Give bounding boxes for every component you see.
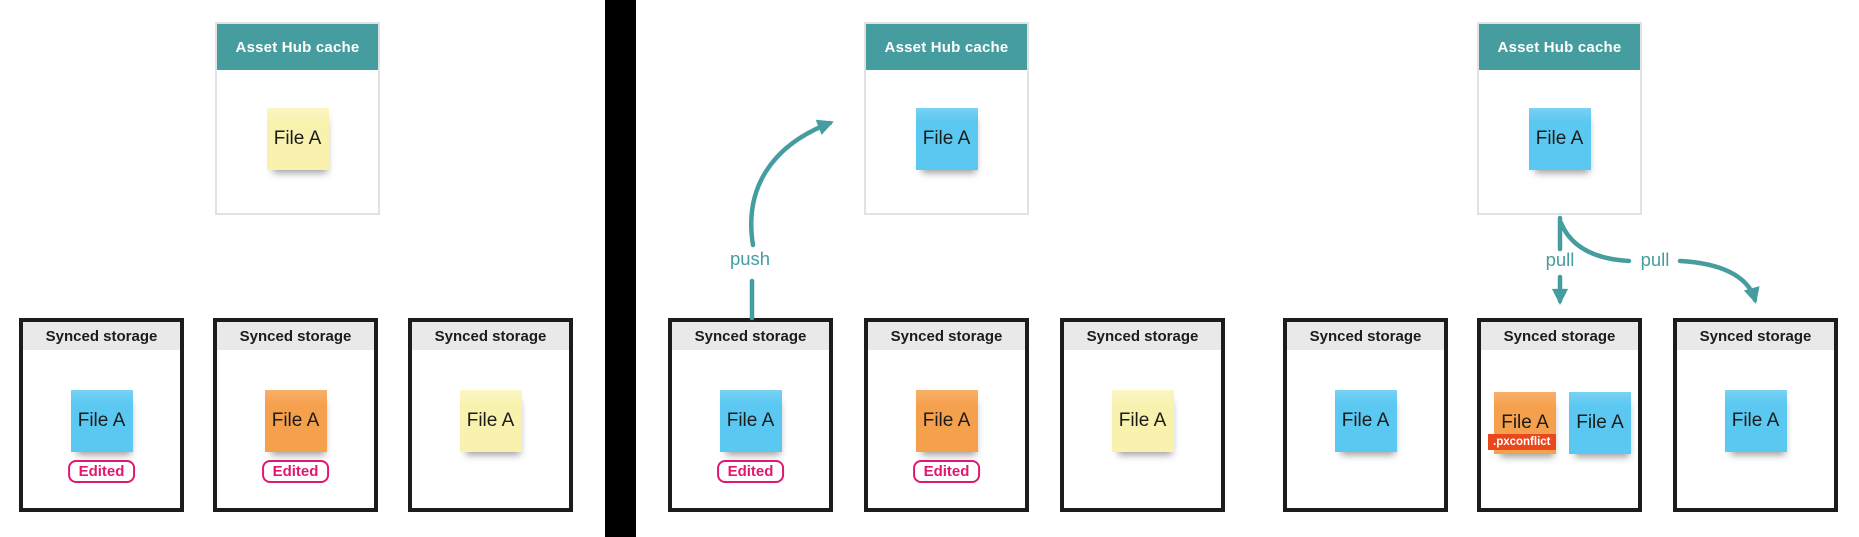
synced-storage-box: Synced storage File A Edited [864,318,1029,512]
pull-label-right: pull [1640,249,1670,270]
pull-label-left: pull [1545,249,1575,270]
sticky-note-file-a: File A [264,390,327,452]
storage-header: Synced storage [1287,322,1444,350]
edited-badge: Edited [261,460,330,483]
synced-storage-box-conflict: Synced storage File A .pxconflict File A [1477,318,1642,512]
cache-header: Asset Hub cache [217,24,378,70]
synced-storage-box: Synced storage File A [408,318,573,512]
sticky-note-file-a: File A [1334,390,1397,452]
sticky-note-file-a: File A [1569,392,1631,454]
note-label: File A [1341,410,1390,431]
sticky-note-file-a: File A [915,390,978,452]
edited-badge: Edited [912,460,981,483]
sticky-note-file-a: File A [266,108,329,170]
note-label: File A [922,128,971,149]
storage-header: Synced storage [217,322,374,350]
asset-hub-cache-box: Asset Hub cache File A [215,22,380,215]
note-label: File A [1501,412,1549,433]
sticky-note-file-a: File A [70,390,133,452]
synced-storage-box: Synced storage File A [1283,318,1448,512]
note-label: File A [1576,412,1624,433]
note-label: File A [466,410,515,431]
sticky-note-file-a: File A [1724,390,1787,452]
edited-badge: Edited [716,460,785,483]
note-label: File A [273,128,322,149]
synced-storage-box: Synced storage File A [1060,318,1225,512]
note-label: File A [1731,410,1780,431]
note-label: File A [726,410,775,431]
storage-header: Synced storage [1481,322,1638,350]
synced-storage-box: Synced storage File A Edited [213,318,378,512]
asset-hub-cache-box: Asset Hub cache File A [864,22,1029,215]
storage-header: Synced storage [1677,322,1834,350]
storage-header: Synced storage [868,322,1025,350]
synced-storage-box: Synced storage File A Edited [668,318,833,512]
edited-badge: Edited [67,460,136,483]
cache-header: Asset Hub cache [1479,24,1640,70]
note-label: File A [1118,410,1167,431]
synced-storage-box: Synced storage File A [1673,318,1838,512]
note-label: File A [77,410,126,431]
panel-divider [605,0,636,537]
synced-storage-box: Synced storage File A Edited [19,318,184,512]
pxconflict-tag: .pxconflict [1488,434,1556,450]
note-label: File A [271,410,320,431]
storage-header: Synced storage [1064,322,1221,350]
sticky-note-file-a: File A [459,390,522,452]
asset-hub-cache-box: Asset Hub cache File A [1477,22,1642,215]
storage-header: Synced storage [672,322,829,350]
push-arrow [749,119,834,321]
push-label: push [729,248,771,269]
sticky-note-file-a: File A [915,108,978,170]
sticky-note-file-a: File A [719,390,782,452]
note-label: File A [922,410,971,431]
storage-header: Synced storage [23,322,180,350]
sticky-note-file-a: File A [1111,390,1174,452]
note-label: File A [1535,128,1584,149]
cache-header: Asset Hub cache [866,24,1027,70]
storage-header: Synced storage [412,322,569,350]
sticky-note-file-a: File A [1528,108,1591,170]
